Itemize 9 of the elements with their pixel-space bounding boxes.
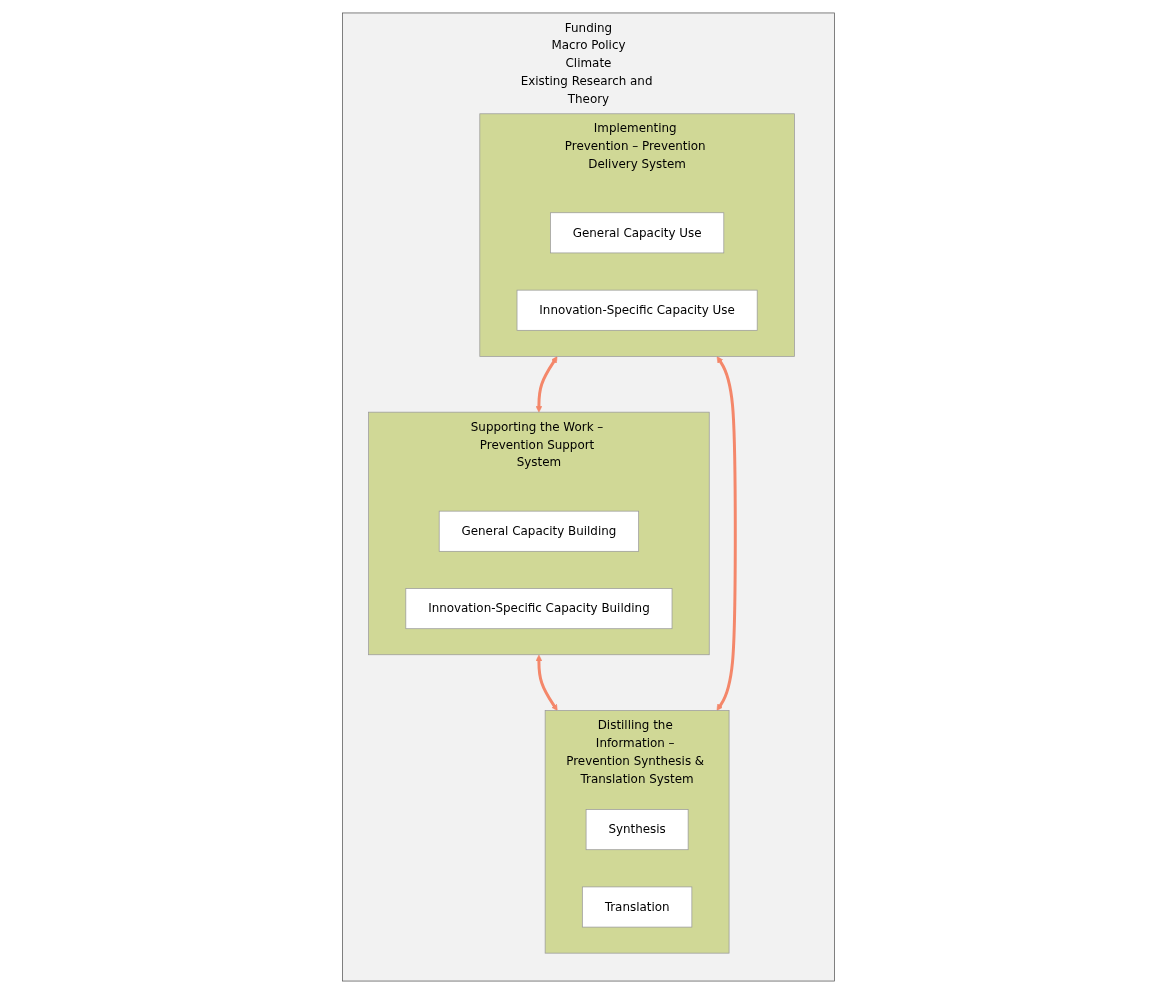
node-box: Innovation-Specific Capacity Building (404, 587, 672, 629)
arrow (535, 355, 557, 412)
node-box: Translation (581, 886, 692, 927)
node-box: General Capacity Use (549, 211, 724, 253)
node-box: General Capacity Building (438, 510, 639, 552)
node-box: Synthesis (585, 808, 688, 850)
node-box: Innovation-Specific Capacity Use (516, 289, 758, 331)
arrow (535, 654, 558, 711)
arrow (716, 355, 737, 711)
